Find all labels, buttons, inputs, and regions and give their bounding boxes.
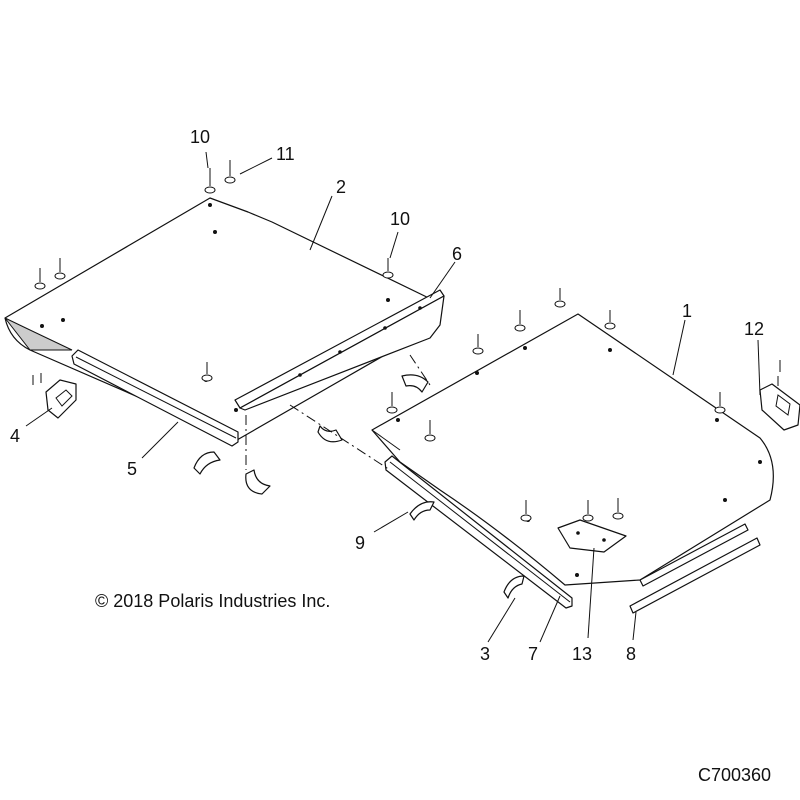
- leader-lines: [25, 151, 761, 643]
- callout-12: 12: [744, 319, 765, 339]
- callout-2: 2: [336, 177, 347, 197]
- clamp-group: [193, 374, 525, 599]
- callout-11: 11: [276, 144, 295, 164]
- plate-13: [557, 519, 627, 553]
- figure-code: C700360: [698, 765, 772, 785]
- callout-9: 9: [355, 533, 366, 553]
- assembly-lines: [245, 354, 431, 471]
- callout-8: 8: [626, 644, 637, 664]
- callout-10-right: 10: [390, 209, 411, 229]
- callout-10-top: 10: [190, 127, 211, 147]
- callout-5: 5: [127, 459, 138, 479]
- bracket-4: [32, 373, 77, 419]
- callout-13: 13: [572, 644, 593, 664]
- fasteners: [34, 160, 781, 522]
- trim-strip-5: [71, 349, 239, 447]
- bracket-12: [759, 383, 800, 431]
- trim-strip-7: [384, 455, 573, 609]
- edge-strip-8: [629, 523, 761, 614]
- callout-7: 7: [528, 644, 539, 664]
- callout-1: 1: [682, 301, 693, 321]
- callout-4: 4: [10, 426, 21, 446]
- mounting-bar-6: [234, 289, 445, 411]
- callout-6: 6: [452, 244, 463, 264]
- callout-3: 3: [480, 644, 491, 664]
- roof-panel-1: [371, 313, 774, 586]
- copyright-notice: © 2018 Polaris Industries Inc.: [95, 591, 331, 611]
